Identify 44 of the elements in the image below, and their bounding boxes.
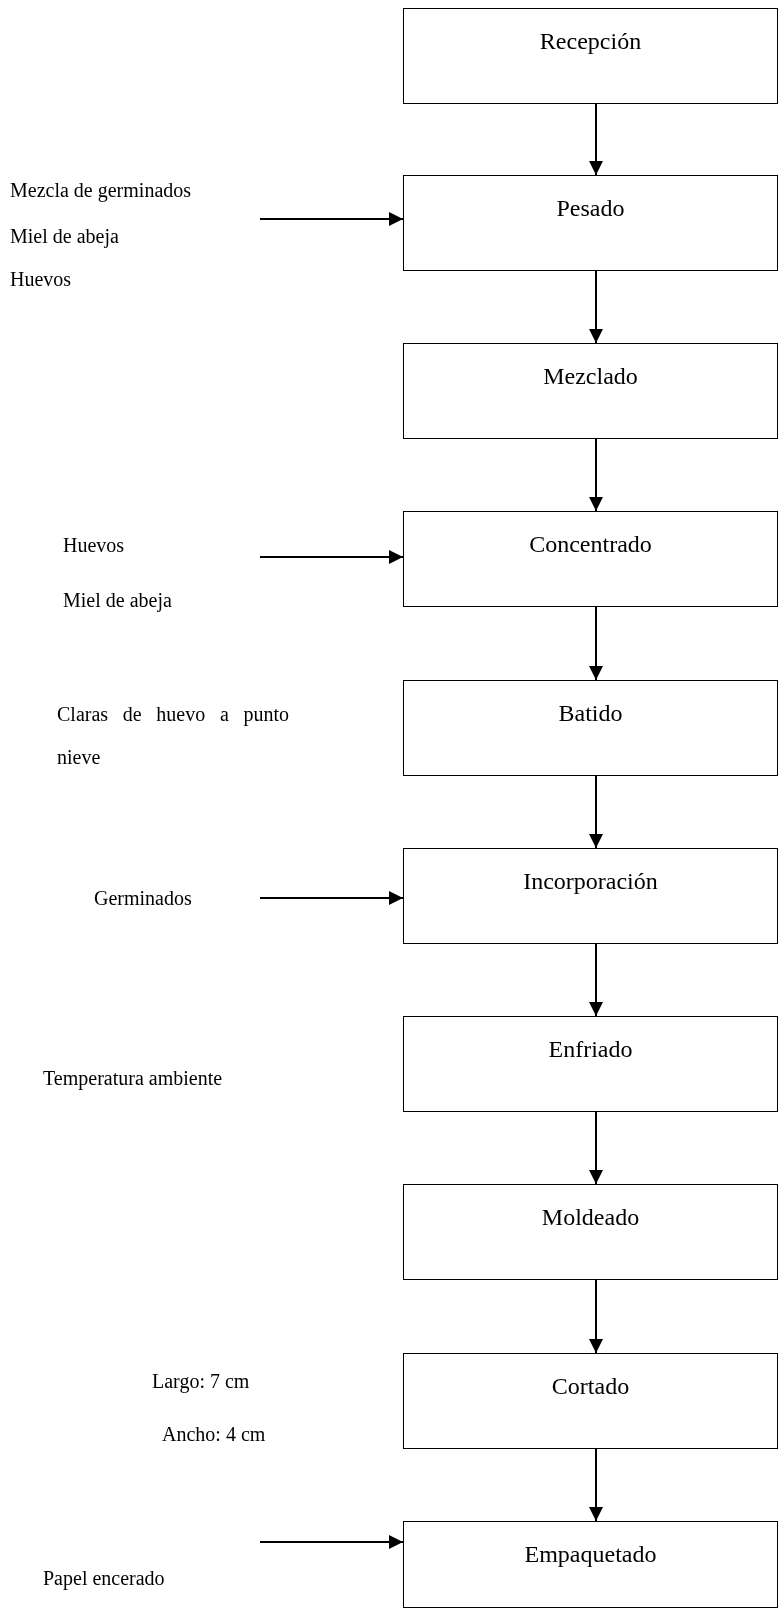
arrow: [589, 438, 603, 512]
step-label: Moldeado: [541, 1203, 640, 1231]
process-box: [403, 1184, 778, 1280]
arrow: [259, 1535, 404, 1549]
process-box: [403, 343, 778, 439]
input-note: Miel de abeja: [10, 224, 119, 248]
arrow: [259, 550, 404, 564]
step-label: Mezclado: [543, 362, 638, 390]
arrow: [589, 775, 603, 849]
arrow: [589, 606, 603, 681]
process-box: [403, 1353, 778, 1449]
step-label: Cortado: [551, 1372, 630, 1400]
process-box: [403, 511, 778, 607]
input-note: Ancho: 4 cm: [162, 1422, 266, 1446]
input-note: Papel encerado: [43, 1566, 165, 1590]
arrow: [589, 1279, 603, 1354]
process-box: [403, 1016, 778, 1112]
step-label: Empaquetado: [524, 1540, 657, 1568]
input-note: Germinados: [94, 886, 192, 910]
arrow: [589, 943, 603, 1017]
arrow: [589, 1111, 603, 1185]
arrow: [589, 103, 603, 176]
process-box: [403, 175, 778, 271]
input-note: Claras de huevo a punto nieve: [57, 702, 289, 770]
input-note: Temperatura ambiente: [43, 1066, 223, 1090]
step-label: Recepción: [539, 27, 642, 55]
arrow: [259, 891, 404, 905]
step-label: Concentrado: [529, 530, 652, 558]
step-label: Incorporación: [523, 867, 658, 895]
input-note: Miel de abeja: [63, 588, 172, 612]
step-label: Enfriado: [548, 1035, 633, 1063]
process-box: [403, 680, 778, 776]
input-note: Huevos: [63, 533, 125, 557]
step-label: Batido: [558, 699, 623, 727]
arrow: [589, 270, 603, 344]
process-box: [403, 1521, 778, 1608]
process-box: [403, 8, 778, 104]
input-note: Mezcla de germinados: [10, 178, 192, 202]
arrow: [589, 1448, 603, 1522]
arrow: [259, 212, 404, 226]
step-label: Pesado: [556, 194, 625, 222]
input-note: Huevos: [10, 267, 72, 291]
input-note: Largo: 7 cm: [152, 1369, 250, 1393]
process-box: [403, 848, 778, 944]
